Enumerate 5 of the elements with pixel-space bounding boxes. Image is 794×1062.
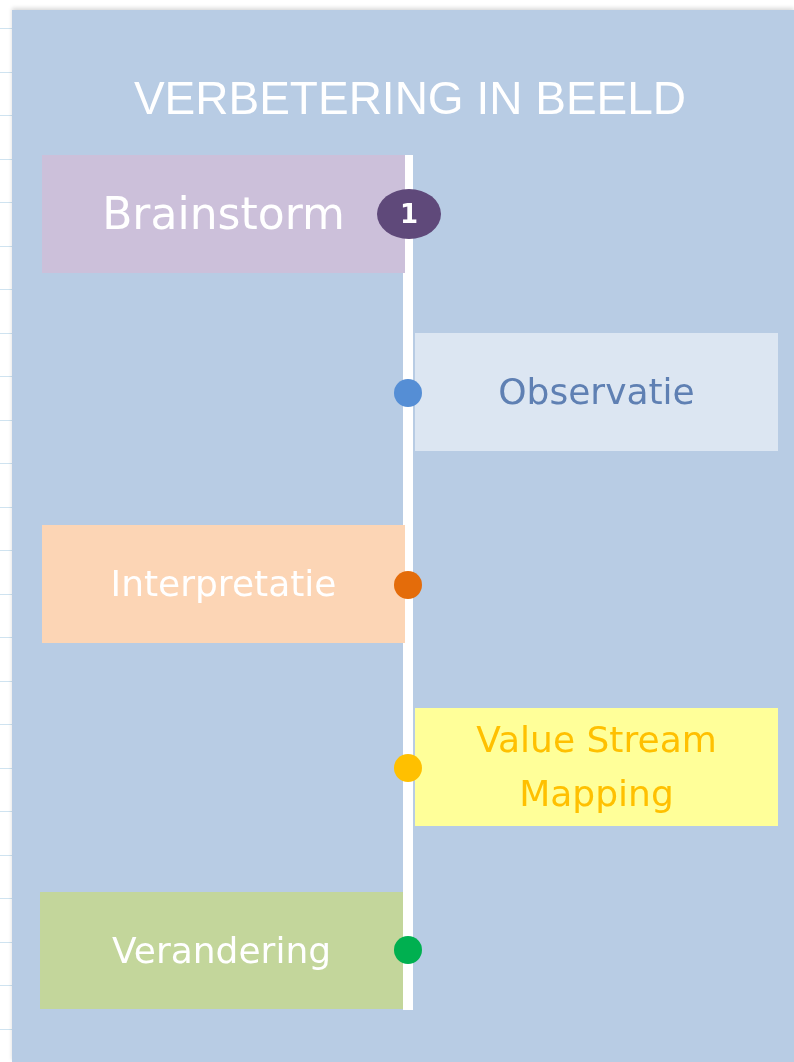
step-box: Verandering: [40, 892, 403, 1009]
step-box: Value Stream Mapping: [415, 708, 778, 826]
title: VERBETERING IN BEELD: [132, 71, 688, 126]
step-box: Interpretatie: [42, 525, 405, 643]
step-box: Observatie: [415, 333, 778, 451]
